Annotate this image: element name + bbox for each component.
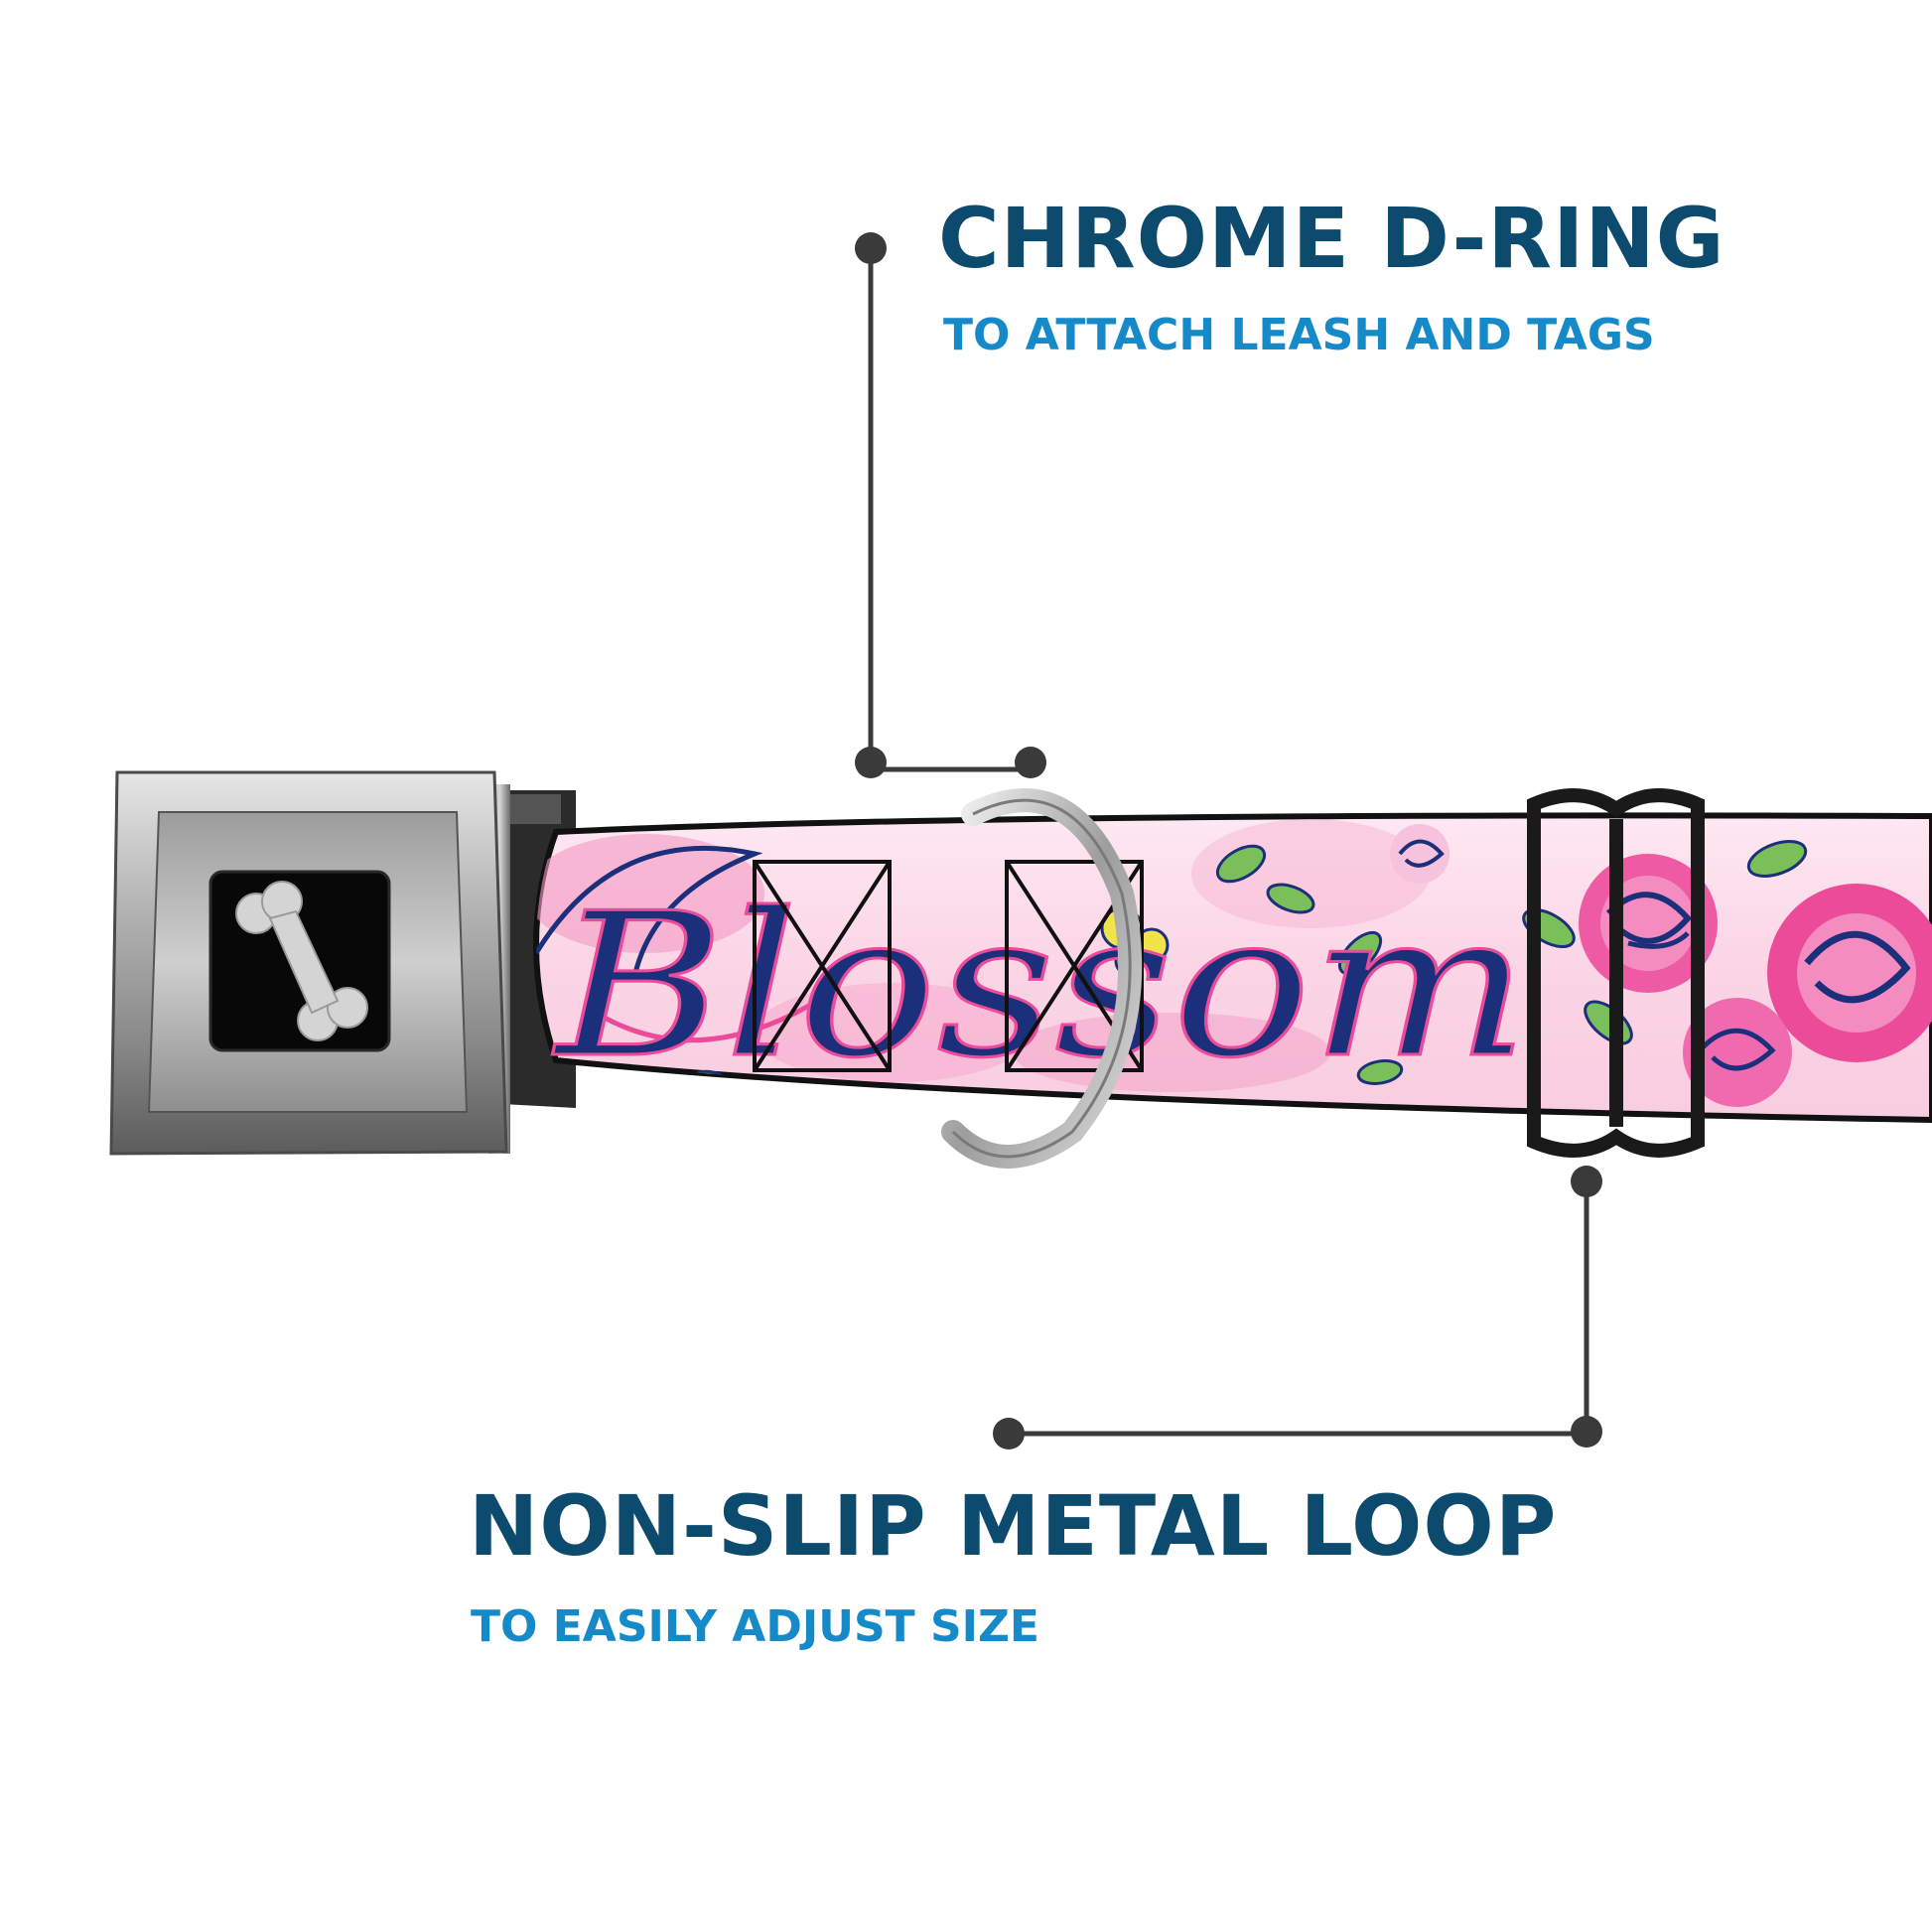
dring-leader-dot-corner	[855, 747, 887, 778]
dring-leader-dot-end	[1015, 747, 1046, 778]
loop-leader-dot-corner	[1571, 1416, 1602, 1448]
dring-leader-dot-top	[855, 232, 887, 264]
bone-icon	[235, 881, 368, 1041]
collar-print-text: Blossom	[551, 871, 1529, 1102]
seatbelt-buckle	[109, 770, 510, 1156]
loop-leader-dot-top	[1571, 1166, 1602, 1197]
dring-leader-line	[855, 232, 1046, 778]
loop-leader-line	[993, 1166, 1602, 1449]
dring-callout-subtitle: TO ATTACH LEASH AND TAGS	[943, 310, 1655, 360]
adjuster-loop	[1527, 788, 1705, 1158]
loop-callout-subtitle: TO EASILY ADJUST SIZE	[471, 1601, 1039, 1652]
loop-callout-title: NON-SLIP METAL LOOP	[469, 1477, 1558, 1575]
dring-callout-title: CHROME D-RING	[938, 190, 1725, 287]
loop-leader-dot-end	[993, 1418, 1025, 1449]
collar-webbing: Blossom	[533, 812, 1932, 1124]
d-ring	[941, 788, 1143, 1169]
